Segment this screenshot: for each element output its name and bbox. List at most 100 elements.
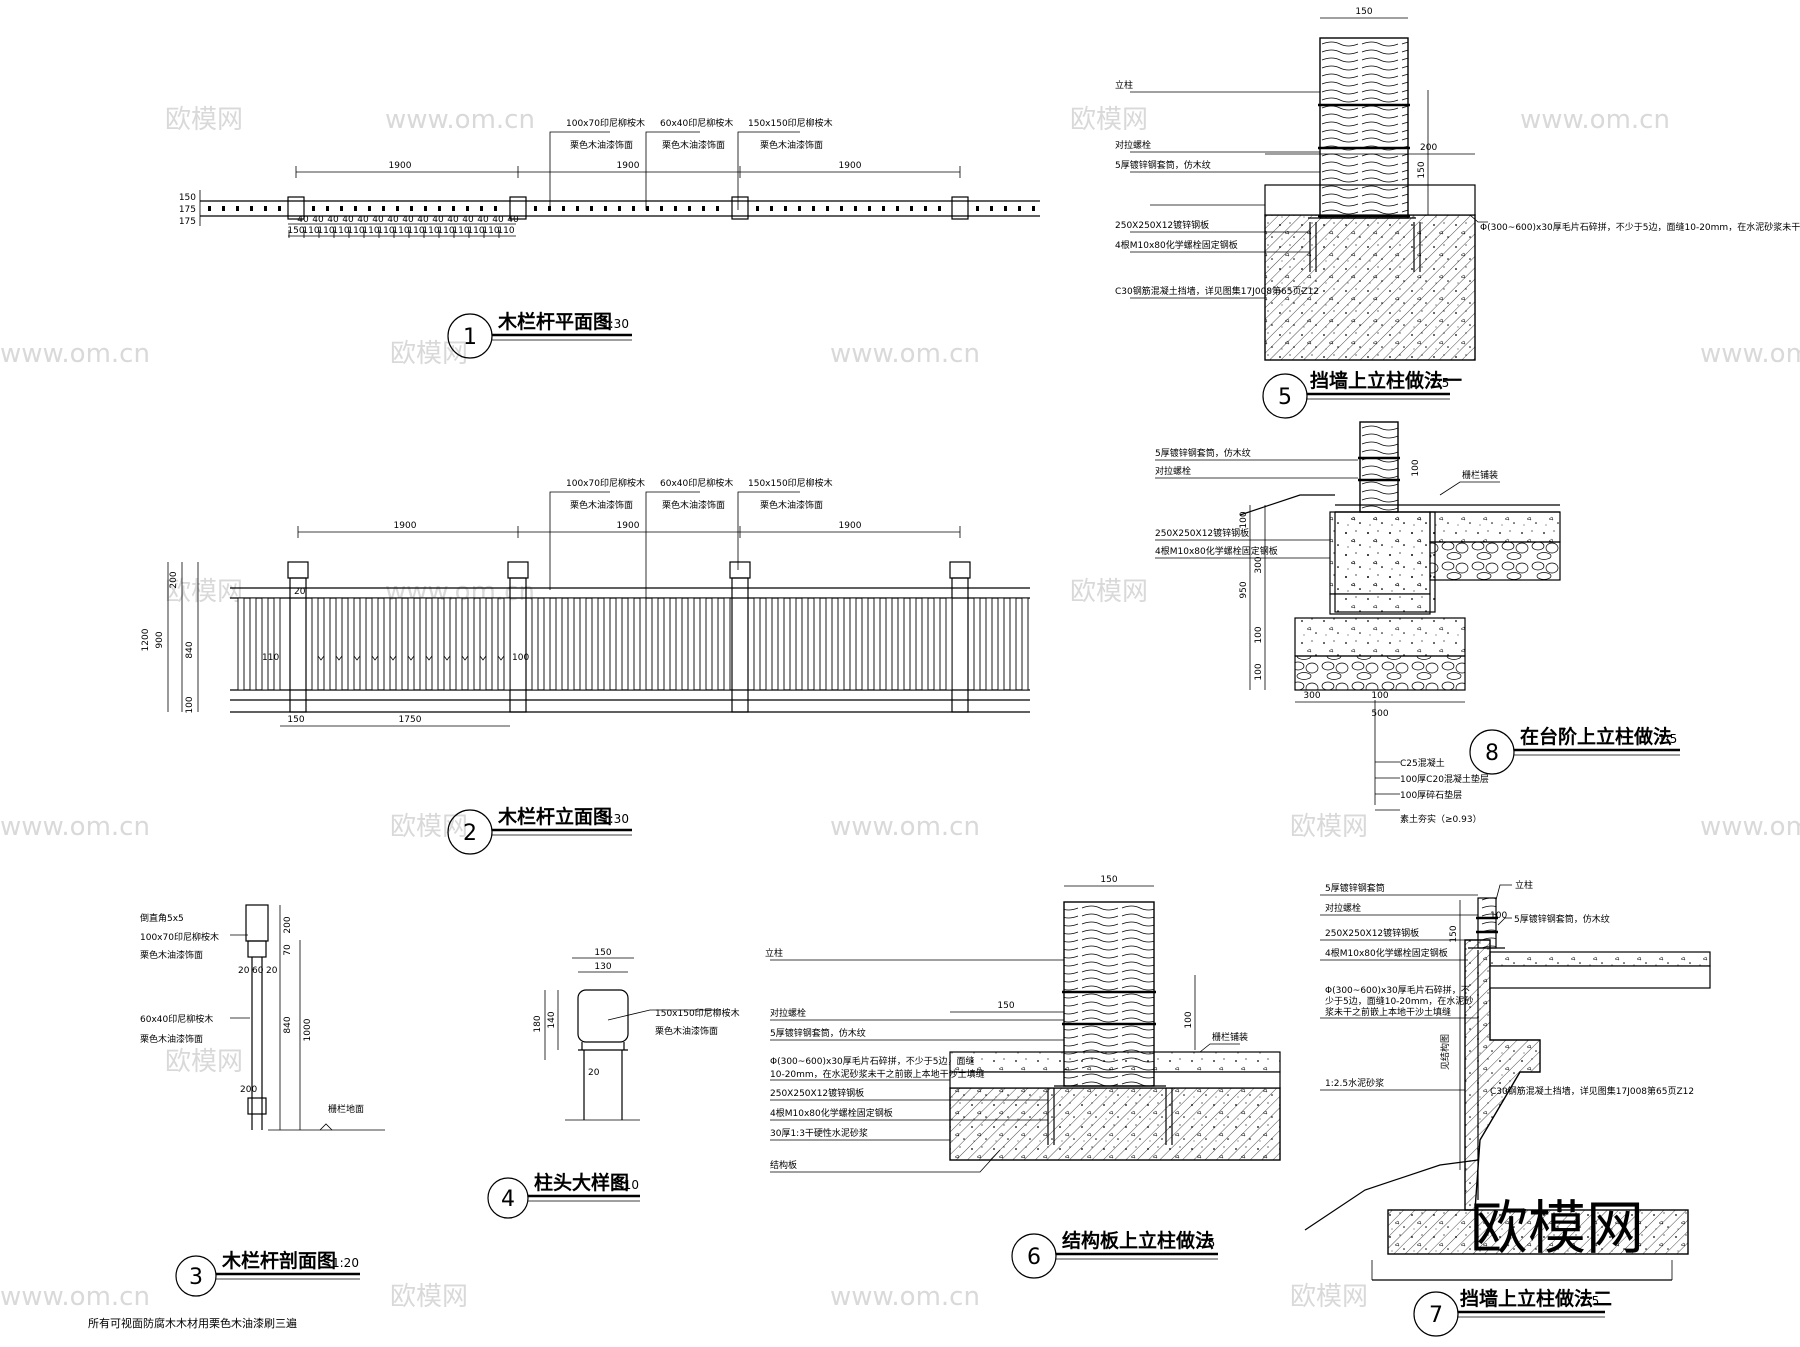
section-dim-7: 60 bbox=[252, 966, 264, 976]
plan-gap-dim: 40 bbox=[417, 215, 429, 225]
d7-label-plate: 250X250X12镀锌钢板 bbox=[1325, 927, 1419, 939]
watermark-url: www.om.cn bbox=[830, 339, 980, 369]
elev-picket bbox=[371, 597, 379, 691]
d7-label-sleeve: 5厚镀锌钢套筒，仿木纹 bbox=[1514, 913, 1610, 925]
elev-picket bbox=[1009, 597, 1017, 691]
elev-dim-arrow bbox=[497, 655, 505, 661]
section-dim-4: 1000 bbox=[303, 1018, 313, 1041]
watermark-brand: 欧模网 bbox=[165, 1047, 243, 1077]
watermark-brand: 欧模网 bbox=[165, 105, 243, 135]
d6-label-stone-2: 10-20mm，在水泥砂浆未干之前嵌上本地干沙土填缝 bbox=[770, 1068, 985, 1080]
d7-dim-1: 100 bbox=[1490, 911, 1507, 921]
plan-picket bbox=[976, 206, 979, 211]
section-scale: 1:20 bbox=[332, 1256, 359, 1270]
watermark-brand: 欧模网 bbox=[1290, 1282, 1368, 1312]
plan-callout-1-spec: 100x70印尼柳桉木 bbox=[566, 117, 645, 129]
d7-label-stone-2: 少于5边，面缝10-20mm，在水泥砂 bbox=[1325, 995, 1473, 1007]
elev-picket bbox=[603, 597, 611, 691]
d8-dim-2: 300 bbox=[1254, 556, 1264, 573]
d7-label-anchor: 4根M10x80化学螺栓固定钢板 bbox=[1325, 947, 1448, 959]
plan-callout-2-finish: 栗色木油漆饰面 bbox=[662, 139, 725, 151]
plan-bay-dim: 110 bbox=[497, 226, 514, 236]
watermark-brand: 欧模网 bbox=[1070, 105, 1148, 135]
plan-bay-dim: 110 bbox=[302, 226, 319, 236]
d5-label-plate: 250X250X12镀锌钢板 bbox=[1115, 219, 1209, 231]
plan-picket bbox=[688, 206, 691, 211]
d8-scale: 1:5 bbox=[1658, 732, 1677, 746]
elev-picket bbox=[467, 597, 475, 691]
elev-picket bbox=[407, 597, 415, 691]
elev-left-dim-3: 100 bbox=[185, 696, 195, 713]
d8-label-gravel: 100厚碎石垫层 bbox=[1400, 789, 1462, 801]
d6-detail-number: 6 bbox=[1027, 1245, 1041, 1270]
elev-picket bbox=[443, 597, 451, 691]
d8-label-sleeve: 5厚镀锌钢套筒，仿木纹 bbox=[1155, 447, 1251, 459]
plan-picket bbox=[826, 206, 829, 211]
plan-bay-dim: 110 bbox=[437, 226, 454, 236]
d5-label-stone: Φ(300~600)x30厚毛片石碎拼，不少于5边，面缝10-20mm，在水泥砂… bbox=[1480, 221, 1800, 233]
elev-callout-3-finish: 栗色木油漆饰面 bbox=[760, 499, 823, 511]
plan-bay-dim: 110 bbox=[422, 226, 439, 236]
plan-picket bbox=[236, 206, 239, 211]
plan-gap-dim: 40 bbox=[492, 215, 504, 225]
plan-gap-dim: 40 bbox=[357, 215, 369, 225]
elev-picket bbox=[531, 597, 539, 691]
plan-picket bbox=[480, 206, 483, 211]
section-label-rail-spec: 100x70印尼柳桉木 bbox=[140, 931, 219, 943]
post-cap-view: 150 130 180 140 20 150x150印尼柳桉木 栗色木油漆饰面 … bbox=[487, 948, 740, 1219]
d7-title: 挡墙上立柱做法二 bbox=[1460, 1287, 1612, 1310]
elev-picket bbox=[933, 597, 941, 691]
elev-picket bbox=[723, 597, 731, 691]
elev-picket bbox=[837, 597, 845, 691]
elev-dim-arrow bbox=[461, 655, 469, 661]
detail-7: 100 150 5厚镀锌钢套筒 立柱 对拉螺栓 5厚镀锌钢套筒，仿木纹 250X… bbox=[1304, 879, 1711, 1337]
elev-left-dim-2: 840 bbox=[185, 641, 195, 658]
d8-dim-9: 500 bbox=[1371, 709, 1388, 719]
d6-label-anchor: 4根M10x80化学螺栓固定钢板 bbox=[770, 1107, 893, 1119]
plan-detail-number: 1 bbox=[463, 325, 477, 350]
section-view: 倒直角5x5 100x70印尼柳桉木 栗色木油漆饰面 60x40印尼柳桉木 栗色… bbox=[88, 904, 385, 1330]
plan-picket bbox=[534, 206, 537, 211]
detail-8: 5厚镀锌钢套筒，仿木纹 对拉螺栓 栅栏铺装 250X250X12镀锌钢板 4根M… bbox=[1155, 421, 1680, 825]
plan-bay-dim: 110 bbox=[347, 226, 364, 236]
elev-picket bbox=[801, 597, 809, 691]
plan-picket bbox=[854, 206, 857, 211]
d7-label-sleeve-top: 5厚镀锌钢套筒 bbox=[1325, 882, 1385, 894]
plan-picket bbox=[660, 206, 663, 211]
d5-scale: 1:5 bbox=[1430, 376, 1449, 390]
plan-callout-1-finish: 栗色木油漆饰面 bbox=[570, 139, 633, 151]
plan-title: 木栏杆平面图 bbox=[497, 310, 612, 333]
elev-picket bbox=[825, 597, 833, 691]
d8-label-bolt: 对拉螺栓 bbox=[1155, 465, 1191, 477]
elev-inner-dim-4: 150 bbox=[287, 715, 304, 725]
elev-callout-1-spec: 100x70印尼柳桉木 bbox=[566, 477, 645, 489]
plan-picket bbox=[548, 206, 551, 211]
plan-picket bbox=[590, 206, 593, 211]
d8-detail-number: 8 bbox=[1485, 741, 1499, 766]
d6-label-sleeve: 5厚镀锌钢套筒，仿木纹 bbox=[770, 1027, 866, 1039]
plan-gap-dim: 40 bbox=[402, 215, 414, 225]
d8-label-soil: 素土夯实（≥0.93） bbox=[1400, 813, 1482, 825]
elev-picket bbox=[249, 597, 257, 691]
plan-picket bbox=[1032, 206, 1035, 211]
plan-picket bbox=[438, 206, 441, 211]
d5-label-post: 立柱 bbox=[1115, 79, 1133, 91]
elev-picket bbox=[973, 597, 981, 691]
elev-detail-number: 2 bbox=[463, 821, 477, 846]
elev-picket bbox=[479, 597, 487, 691]
d5-dim-3: 150 bbox=[1417, 161, 1427, 178]
elev-picket bbox=[699, 597, 707, 691]
plan-gap-dim: 40 bbox=[507, 215, 519, 225]
elev-dim-arrow bbox=[317, 655, 325, 661]
elev-picket bbox=[591, 597, 599, 691]
d7-label-post: 立柱 bbox=[1515, 879, 1533, 891]
plan-side-dim-2: 175 bbox=[179, 205, 196, 215]
elev-picket bbox=[579, 597, 587, 691]
d6-label-slab: 结构板 bbox=[770, 1159, 797, 1171]
d6-label-post: 立柱 bbox=[765, 947, 783, 959]
plan-gap-dim: 40 bbox=[462, 215, 474, 225]
d5-label-bolt: 对拉螺栓 bbox=[1115, 139, 1151, 151]
elev-dim-arrow bbox=[443, 655, 451, 661]
detail-5: 150 200 150 立柱 对拉螺栓 5厚镀锌钢套筒，仿木纹 250X250X… bbox=[1115, 7, 1800, 419]
